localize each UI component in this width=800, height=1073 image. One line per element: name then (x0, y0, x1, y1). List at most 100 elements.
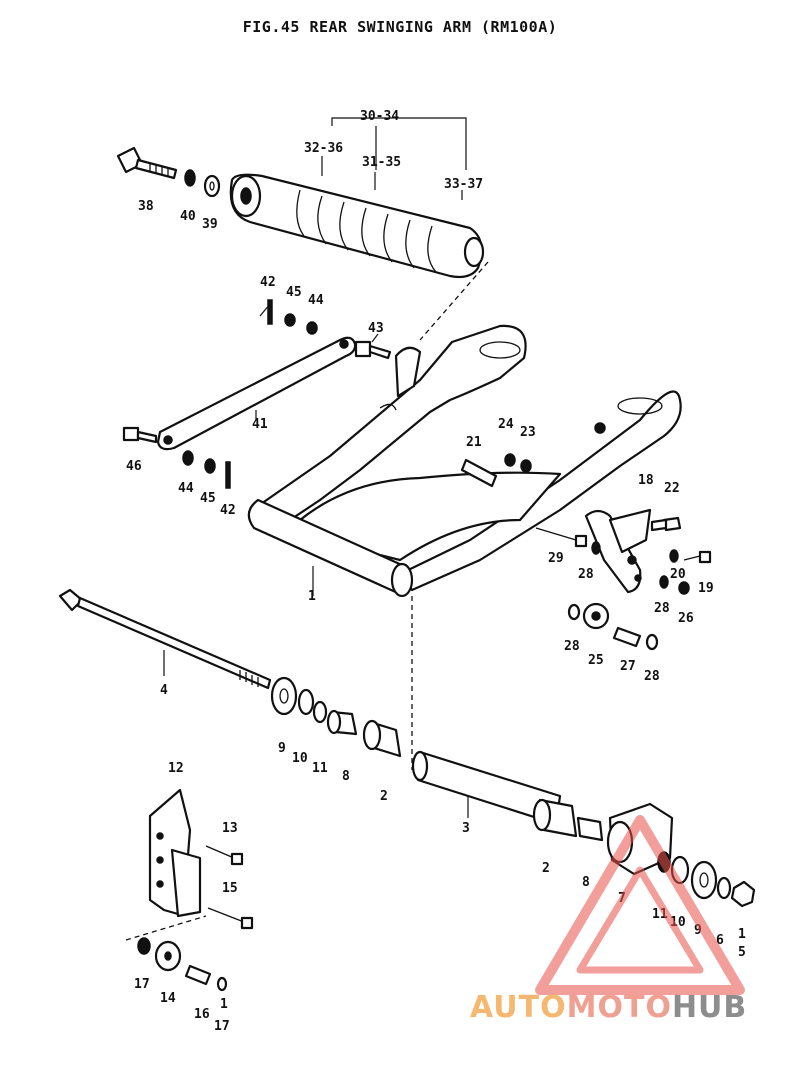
bolt-38-icon[interactable] (116, 146, 178, 180)
callout-2b: 2 (542, 861, 550, 876)
bolt-29-icon[interactable] (535, 527, 588, 548)
callout-30-34: 30-34 (360, 109, 399, 124)
washer-44b-icon[interactable] (182, 450, 194, 466)
bearing-2b-icon[interactable] (532, 798, 578, 838)
washer-28b-icon[interactable] (659, 575, 669, 589)
callout-29: 29 (548, 551, 564, 566)
callout-20: 20 (670, 567, 686, 582)
callout-31-35: 31-35 (362, 155, 401, 170)
callout-1: 1 (308, 589, 316, 604)
callout-15: 15 (222, 881, 238, 896)
callout-12: 12 (168, 761, 184, 776)
roller-25-icon[interactable] (582, 602, 610, 630)
spacer-21-icon[interactable] (460, 458, 498, 488)
callout-39: 39 (202, 217, 218, 232)
chain-guide-12[interactable] (148, 788, 202, 918)
callout-22: 22 (664, 481, 680, 496)
callout-42a: 42 (260, 275, 276, 290)
nut-24-icon[interactable] (504, 453, 516, 467)
callout-44b: 44 (178, 481, 194, 496)
ring-11a-icon[interactable] (312, 700, 328, 724)
nut-17a-icon[interactable] (137, 937, 151, 955)
seal-10a-icon[interactable] (297, 688, 315, 716)
callout-17a: 17 (134, 977, 150, 992)
callout-28b: 28 (654, 601, 670, 616)
callout-10a: 10 (292, 751, 308, 766)
bolt-19-icon[interactable] (683, 550, 712, 564)
nut-40-icon[interactable] (184, 169, 196, 187)
callout-8b: 8 (582, 875, 590, 890)
bolt-15-icon[interactable] (207, 907, 254, 930)
washer-23-icon[interactable] (520, 459, 532, 473)
automotohub-logo-icon (535, 815, 745, 995)
callout-17b: 17 (214, 1019, 230, 1034)
callout-21: 21 (466, 435, 482, 450)
bolt-22-icon[interactable] (650, 516, 682, 532)
washer-28d-icon[interactable] (645, 633, 659, 651)
bushing-8b-icon[interactable] (576, 816, 604, 842)
pivot-shaft-4[interactable] (58, 588, 272, 690)
leader-lines (163, 303, 469, 818)
watermark-part-hub: HUB (671, 990, 748, 1025)
callout-2a: 2 (380, 789, 388, 804)
washer-28a-icon[interactable] (591, 541, 601, 555)
callout-28d: 28 (644, 669, 660, 684)
callout-32-36: 32-36 (304, 141, 343, 156)
nut-45b-icon[interactable] (204, 458, 216, 474)
callout-44a: 44 (308, 293, 324, 308)
collar-27-icon[interactable] (612, 626, 642, 648)
nut-5-icon[interactable] (730, 880, 756, 908)
callout-45b: 45 (200, 491, 216, 506)
callout-24: 24 (498, 417, 514, 432)
washer-28c-icon[interactable] (567, 603, 581, 621)
collar-16-icon[interactable] (184, 964, 212, 986)
callout-46: 46 (126, 459, 142, 474)
callout-5: 5 (738, 945, 746, 960)
washer-9a-icon[interactable] (270, 676, 298, 716)
callout-33-37: 33-37 (444, 177, 483, 192)
nut-26-icon[interactable] (678, 581, 690, 595)
callout-11a: 11 (312, 761, 328, 776)
washer-17b-icon[interactable] (216, 976, 228, 992)
spacer-14-icon[interactable] (154, 940, 182, 972)
chain-guide-bracket-18[interactable] (584, 508, 652, 594)
cotter-pin-42a-icon[interactable] (267, 299, 273, 325)
watermark-text: AUTOMOTOHUB (470, 990, 800, 1030)
nut-45a-icon[interactable] (284, 313, 296, 327)
callout-19: 19 (698, 581, 714, 596)
bushing-8a-icon[interactable] (326, 709, 358, 736)
rear-shock-absorber[interactable] (229, 117, 485, 279)
callout-9a: 9 (278, 741, 286, 756)
washer-6-icon[interactable] (716, 876, 732, 900)
callout-43: 43 (368, 321, 384, 336)
nut-20-icon[interactable] (669, 549, 679, 563)
callout-42b: 42 (220, 503, 236, 518)
callout-25: 25 (588, 653, 604, 668)
bolt-43-icon[interactable] (354, 340, 392, 360)
washer-44a-icon[interactable] (306, 321, 318, 335)
callout-8a: 8 (342, 769, 350, 784)
callout-14: 14 (160, 991, 176, 1006)
watermark-part-auto: AUTO (470, 990, 567, 1025)
washer-9b-icon[interactable] (690, 860, 718, 900)
callout-28c: 28 (564, 639, 580, 654)
callout-23: 23 (520, 425, 536, 440)
swinging-arm-1[interactable] (247, 324, 682, 598)
bolt-46-icon[interactable] (122, 426, 158, 444)
torque-rod-41[interactable] (156, 336, 357, 451)
callout-28a: 28 (578, 567, 594, 582)
callout-9b: 9 (694, 923, 702, 938)
callout-38: 38 (138, 199, 154, 214)
callout-18: 18 (638, 473, 654, 488)
callout-13: 13 (222, 821, 238, 836)
callout-16: 16 (194, 1007, 210, 1022)
callout-26: 26 (678, 611, 694, 626)
callout-41: 41 (252, 417, 268, 432)
callout-6: 6 (716, 933, 724, 948)
bolt-13-icon[interactable] (205, 845, 244, 866)
cotter-pin-42b-icon[interactable] (225, 461, 231, 489)
guide-mount-line (125, 915, 207, 941)
washer-39-icon[interactable] (203, 174, 221, 198)
bearing-2a-icon[interactable] (362, 719, 402, 758)
